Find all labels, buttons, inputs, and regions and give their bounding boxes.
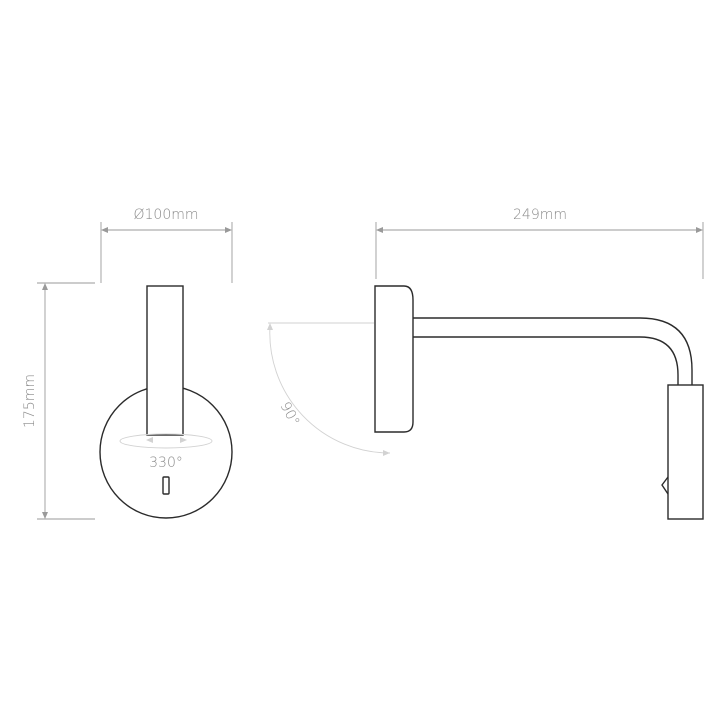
- switch-front: [162, 476, 170, 495]
- rotation-ellipse: [119, 433, 213, 449]
- tilt-arc: [269, 325, 391, 454]
- tilt-indicator: 90°: [267, 322, 391, 456]
- wall-plate-side: [374, 285, 414, 433]
- diameter-label: Ø100mm: [133, 207, 198, 223]
- width-arrow-right: [225, 227, 232, 233]
- front-view: Ø100mm 175mm 330°: [22, 207, 233, 520]
- rotation-indicator: 330°: [119, 433, 213, 471]
- rotation-arrow-right: [180, 437, 187, 443]
- height-arrow-top: [42, 283, 48, 290]
- width-arrow-left: [101, 227, 108, 233]
- rotation-arrow-left: [146, 437, 153, 443]
- tilt-arrow-top: [267, 323, 273, 330]
- height-label: 175mm: [22, 374, 38, 428]
- rotation-label: 330°: [149, 455, 183, 471]
- height-arrow-bottom: [42, 512, 48, 519]
- length-arrow-left: [376, 227, 383, 233]
- height-dimension: 175mm: [22, 282, 95, 520]
- switch-side: [661, 476, 669, 495]
- side-view: 249mm 90°: [267, 207, 704, 520]
- lamp-arm-inner: [413, 336, 679, 385]
- tilt-arrow-bottom: [383, 450, 390, 456]
- lamp-head-side: [667, 384, 704, 520]
- length-dimension: 249mm: [375, 207, 704, 279]
- length-label: 249mm: [513, 207, 567, 223]
- length-arrow-right: [696, 227, 703, 233]
- lamp-arm: [413, 317, 693, 385]
- lamp-head-front: [146, 285, 184, 436]
- width-dimension: Ø100mm: [100, 207, 233, 283]
- tilt-label: 90°: [277, 399, 303, 428]
